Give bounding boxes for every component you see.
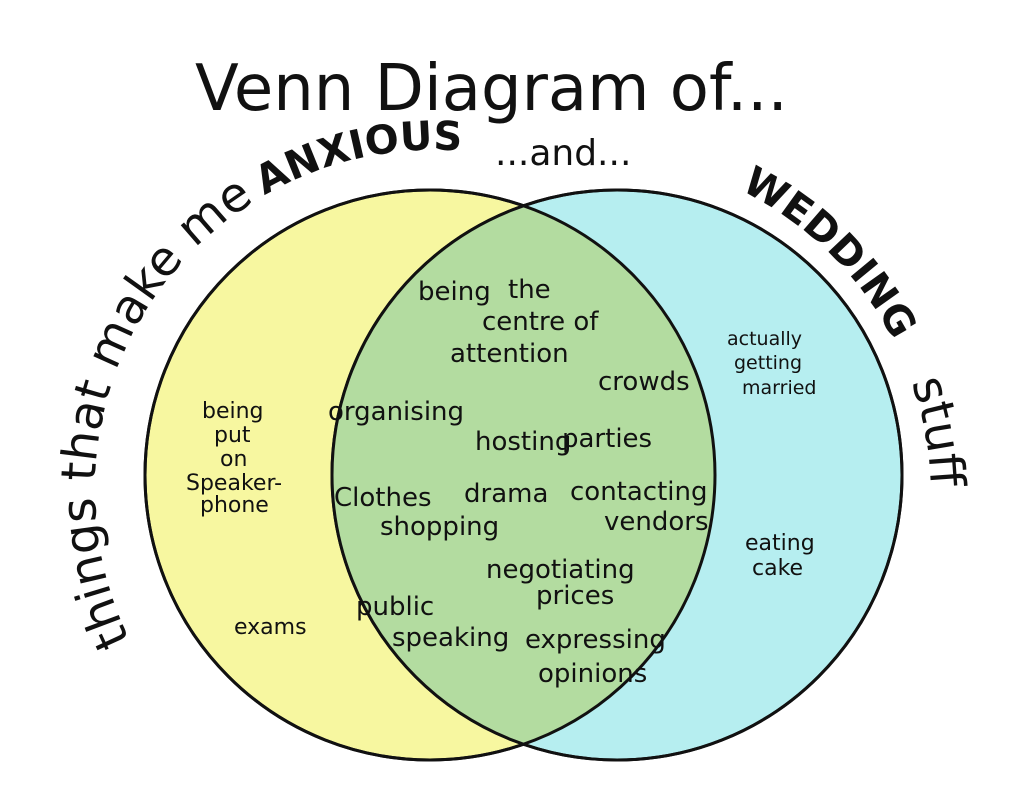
overlap-item: vendors: [604, 507, 709, 537]
overlap-region: [332, 190, 715, 760]
right-item: eating: [745, 531, 815, 556]
right-item: cake: [752, 556, 803, 581]
overlap-item: Clothes: [334, 483, 432, 513]
overlap-item: speaking: [392, 623, 509, 653]
overlap-item: expressing: [525, 625, 666, 655]
right-item: married: [742, 377, 816, 399]
left-item: phone: [200, 493, 269, 518]
overlap-item: prices: [536, 581, 614, 611]
left-item: being: [202, 399, 264, 424]
overlap-item: contacting: [570, 477, 708, 507]
overlap-item: public: [356, 592, 434, 622]
overlap-item: drama: [464, 479, 548, 509]
left-item: Speaker-: [186, 471, 282, 496]
overlap-items: being the centre of attention crowds org…: [328, 275, 709, 689]
overlap-item: the: [508, 275, 551, 305]
left-item: on: [220, 447, 247, 472]
overlap-item: centre of: [482, 307, 599, 337]
right-only-items: actually getting married eating cake: [727, 328, 816, 581]
left-only-items: being put on Speaker- phone exams: [186, 399, 307, 640]
left-item: put: [214, 423, 251, 448]
right-circle-outline: [330, 188, 904, 762]
diagram-title: Venn Diagram of...: [195, 52, 788, 126]
overlap-item: crowds: [598, 367, 690, 397]
right-label-suffix: stuff: [900, 369, 975, 489]
left-item: exams: [234, 615, 307, 640]
diagram-subtitle: ...and...: [495, 133, 631, 174]
right-item: getting: [734, 352, 802, 374]
overlap-item: attention: [450, 339, 569, 369]
overlap-item: parties: [562, 424, 652, 454]
left-circle-outline: [143, 188, 717, 762]
right-item: actually: [727, 328, 802, 350]
overlap-item: hosting: [475, 427, 571, 457]
overlap-item: opinions: [538, 659, 647, 689]
overlap-item: being: [418, 277, 491, 307]
overlap-item: organising: [328, 397, 464, 427]
overlap-item: shopping: [380, 512, 499, 542]
overlap-item: negotiating: [486, 555, 635, 585]
